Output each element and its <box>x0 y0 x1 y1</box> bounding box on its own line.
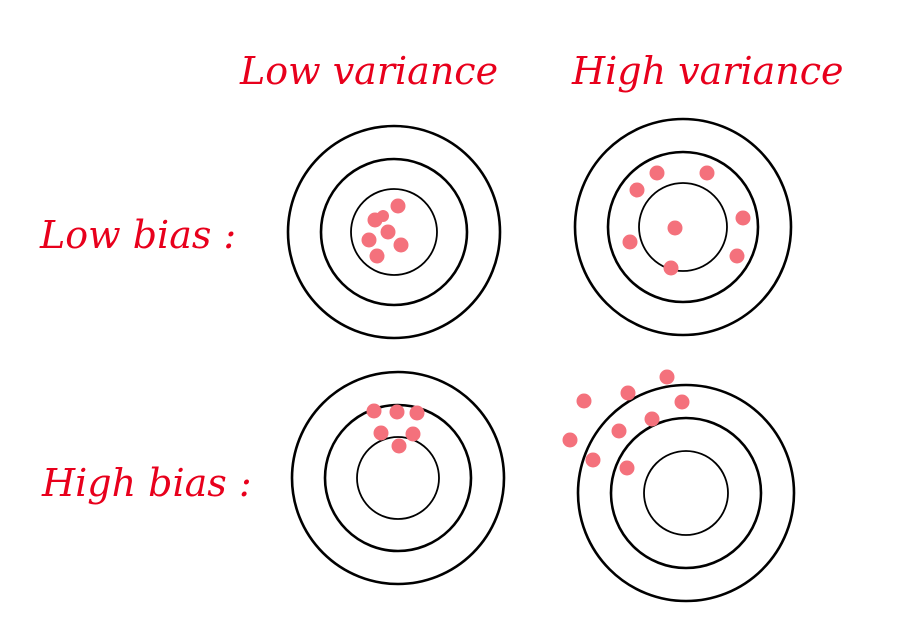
shot-marker <box>380 224 396 240</box>
shot-marker <box>390 198 406 214</box>
target-middle-ring <box>319 157 469 307</box>
shot-marker <box>409 405 425 421</box>
header-high-variance: High variance <box>571 49 844 93</box>
target-outer-ring <box>576 383 796 603</box>
shot-marker <box>644 411 660 427</box>
target-middle-ring <box>606 150 760 304</box>
row-label-low-bias: Low bias : <box>39 213 236 257</box>
shot-marker <box>663 260 679 276</box>
shot-marker <box>576 393 592 409</box>
shot-marker <box>735 210 751 226</box>
target-outer-ring <box>573 117 793 337</box>
shot-marker <box>619 460 635 476</box>
shot-marker <box>729 248 745 264</box>
shot-marker <box>562 432 578 448</box>
row-label-high-bias: High bias : <box>41 461 252 505</box>
target-middle-ring <box>609 416 763 570</box>
shot-marker <box>674 394 690 410</box>
shot-marker <box>667 220 683 236</box>
shot-marker <box>629 182 645 198</box>
shot-marker <box>659 369 675 385</box>
shot-marker <box>622 234 638 250</box>
shot-marker <box>389 404 405 420</box>
shot-marker <box>585 452 601 468</box>
target-inner-ring <box>350 188 438 276</box>
shot-marker <box>393 237 409 253</box>
header-low-variance: Low variance <box>239 49 498 93</box>
shot-marker <box>366 403 382 419</box>
target-inner-ring <box>643 450 729 536</box>
target-inner-ring <box>356 436 440 520</box>
target-outer-ring <box>286 124 502 340</box>
shot-marker <box>361 232 377 248</box>
target-middle-ring <box>323 403 473 553</box>
target-low-bias-low-variance <box>286 124 502 340</box>
shot-marker <box>373 425 389 441</box>
shot-marker <box>377 210 389 222</box>
target-high-bias-low-variance <box>290 370 506 586</box>
shot-marker <box>699 165 715 181</box>
shot-marker <box>391 438 407 454</box>
shot-marker <box>620 385 636 401</box>
target-outer-ring <box>290 370 506 586</box>
target-low-bias-high-variance <box>573 117 793 337</box>
shot-marker <box>649 165 665 181</box>
target-inner-ring <box>638 182 728 272</box>
target-high-bias-high-variance <box>562 369 796 603</box>
shot-marker <box>369 248 385 264</box>
shot-marker <box>611 423 627 439</box>
shot-marker <box>405 426 421 442</box>
